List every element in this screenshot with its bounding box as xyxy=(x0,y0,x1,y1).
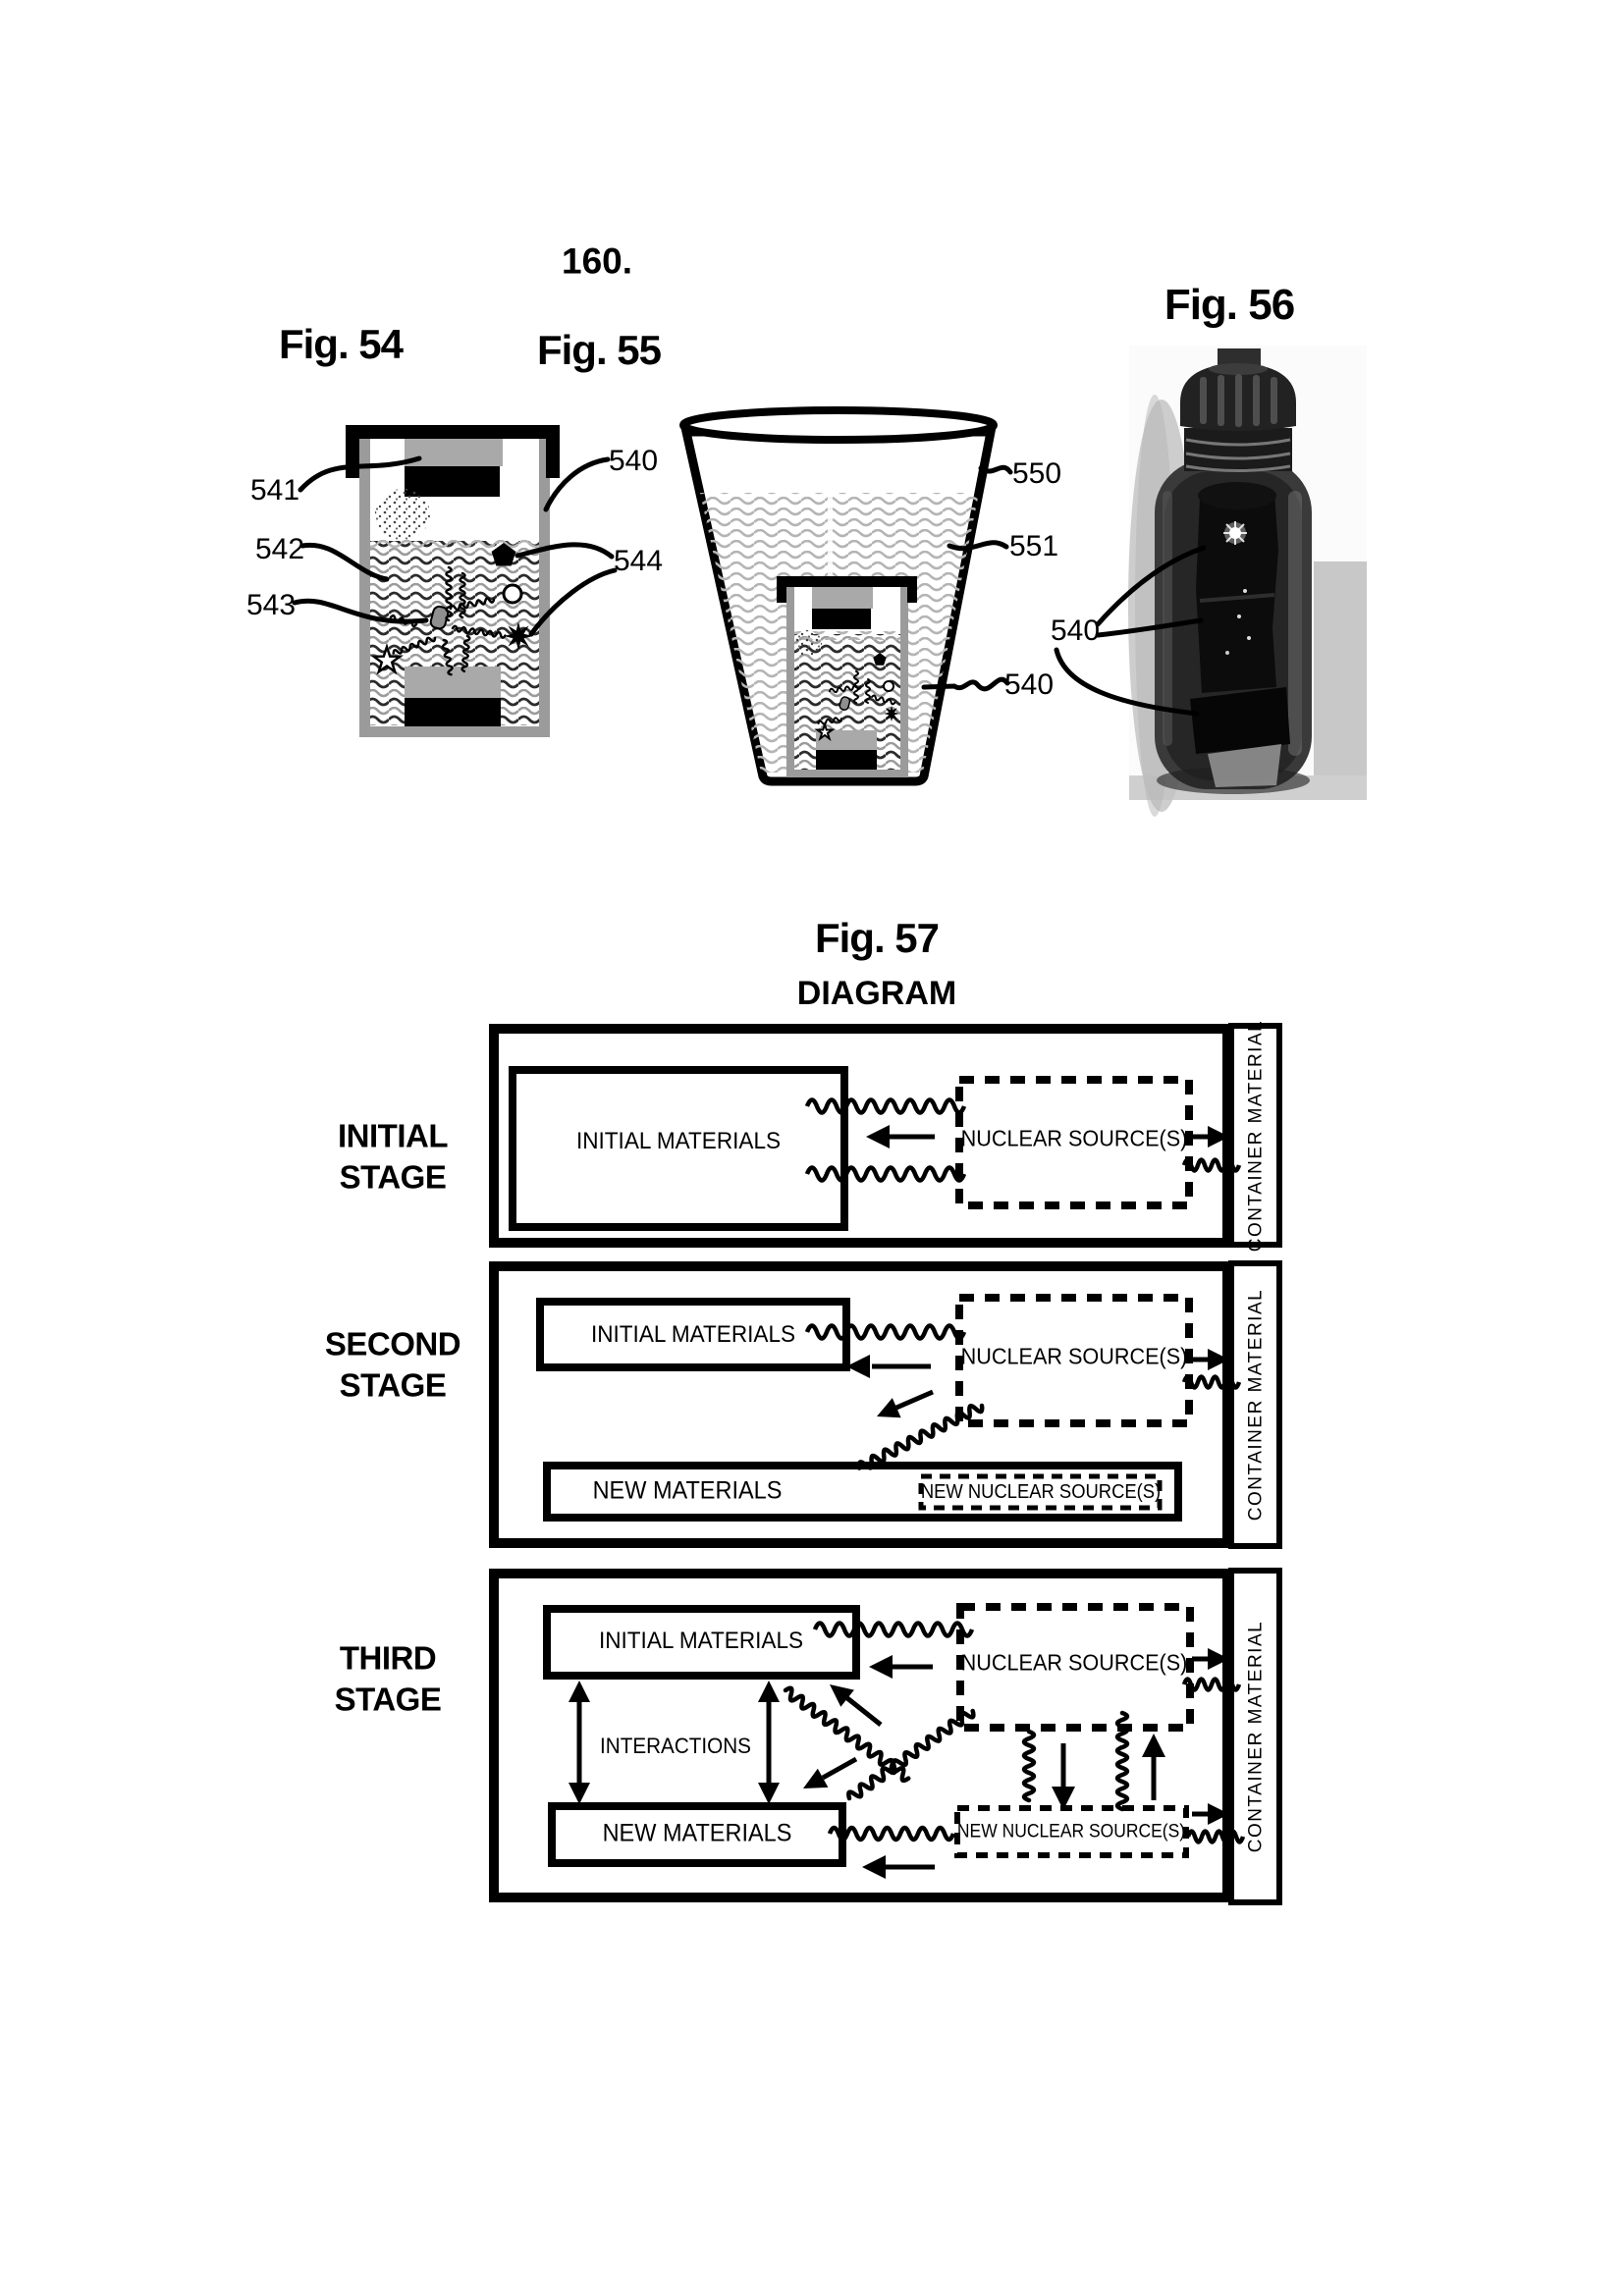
stage2-container-material-label: CONTAINER MATERIAL xyxy=(1247,1289,1266,1521)
circle-particle xyxy=(504,585,521,603)
page-number: 160. xyxy=(562,243,632,280)
stage2-new-nuclear-sources-label: NEW NUCLEAR SOURCE(S) xyxy=(921,1482,1161,1502)
stage3-new-nuclear-sources-label: NEW NUCLEAR SOURCE(S) xyxy=(957,1823,1185,1842)
stage2-label-line1: SECOND xyxy=(325,1328,460,1361)
ref-543: 543 xyxy=(246,591,296,620)
fig55-title: Fig. 55 xyxy=(537,330,661,371)
burst-star-particle xyxy=(504,621,533,651)
ref-540-fig54: 540 xyxy=(609,447,658,476)
stage1-initial-materials-label: INITIAL MATERIALS xyxy=(576,1130,781,1153)
fig57-subtitle: DIAGRAM xyxy=(797,977,956,1010)
ref-540-fig55: 540 xyxy=(1004,670,1054,700)
fig57-diagram xyxy=(494,1026,1279,1902)
ref-551: 551 xyxy=(1009,532,1058,561)
stage3-interactions-label: INTERACTIONS xyxy=(600,1735,751,1757)
stage1-container-material-label: CONTAINER MATERIAL xyxy=(1247,1020,1266,1252)
stage3-label-line1: THIRD xyxy=(340,1642,436,1675)
stage2-new-materials-label: NEW MATERIALS xyxy=(593,1479,783,1504)
fig54-container-drawing xyxy=(295,425,615,737)
fig54-title: Fig. 54 xyxy=(279,324,403,365)
ref-542: 542 xyxy=(255,535,304,564)
fig57-title: Fig. 57 xyxy=(815,918,939,959)
stage3-nuclear-sources-label: NUCLEAR SOURCE(S) xyxy=(961,1652,1188,1675)
stage2-nuclear-sources-label: NUCLEAR SOURCE(S) xyxy=(961,1346,1188,1368)
stage1-nuclear-sources-label: NUCLEAR SOURCE(S) xyxy=(961,1128,1188,1150)
stage1-label-line1: INITIAL xyxy=(338,1120,448,1152)
stage1-label-line2: STAGE xyxy=(340,1161,447,1194)
fig56-bottle-photo xyxy=(1056,346,1367,817)
stage3-container-material-label: CONTAINER MATERIAL xyxy=(1247,1621,1266,1852)
fig56-title: Fig. 56 xyxy=(1164,284,1294,327)
stage3-label-line2: STAGE xyxy=(335,1683,442,1716)
ref-544: 544 xyxy=(614,547,663,576)
ref-541: 541 xyxy=(250,476,299,506)
fig55-cup-drawing xyxy=(683,410,1010,781)
ref-550: 550 xyxy=(1012,459,1061,489)
stage3-initial-materials-label: INITIAL MATERIALS xyxy=(599,1629,803,1653)
ref-540-fig56: 540 xyxy=(1051,616,1100,646)
stage2-initial-materials-label: INITIAL MATERIALS xyxy=(591,1323,795,1347)
stage2-label-line2: STAGE xyxy=(340,1369,447,1402)
stage3-new-materials-label: NEW MATERIALS xyxy=(603,1822,792,1846)
fig55-inner-container xyxy=(777,576,917,777)
